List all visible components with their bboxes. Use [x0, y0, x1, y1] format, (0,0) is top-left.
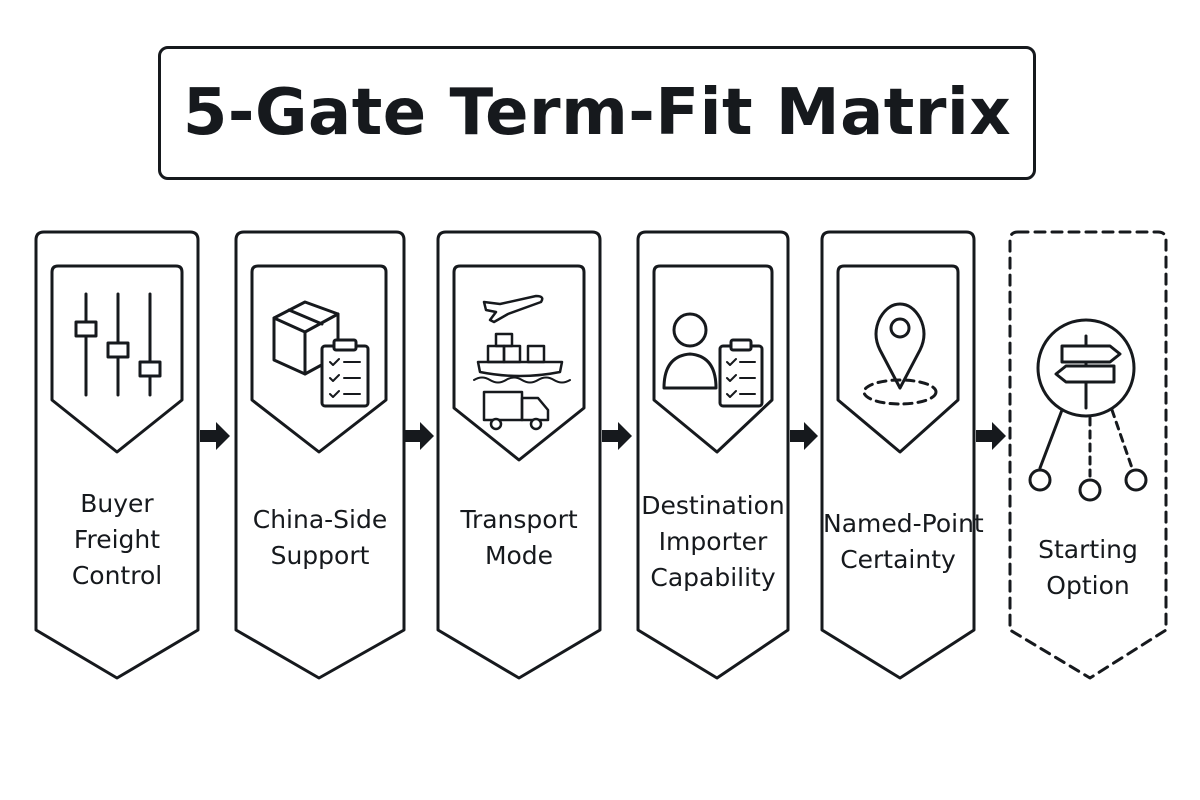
- arrow-right-icon: [404, 422, 434, 450]
- transport-modes-icon: [473, 294, 571, 431]
- result-label-starting-option: Starting Option: [1038, 535, 1138, 600]
- sliders-icon: [74, 292, 162, 397]
- diagram-title: 5-Gate Term-Fit Matrix: [182, 76, 1012, 150]
- title-box: 5-Gate Term-Fit Matrix: [158, 46, 1036, 180]
- gate-card-transport-mode: [436, 230, 602, 680]
- gate-card-destination-importer-capability: [636, 230, 790, 680]
- person-checklist-icon: [662, 312, 764, 408]
- gate-label-transport-mode: Transport Mode: [460, 505, 578, 570]
- gate-card-buyer-freight-control: [34, 230, 200, 680]
- arrow-right-icon: [976, 422, 1006, 450]
- gate-label-buyer-freight-control: Buyer Freight Control: [71, 489, 163, 590]
- arrow-right-icon: [200, 422, 230, 450]
- signpost-icon: [1028, 318, 1148, 502]
- arrow-right-icon: [790, 422, 818, 450]
- gate-label-named-point-certainty: Named-Point Certainty: [823, 509, 984, 574]
- gate-label-china-side-support: China-Side Support: [252, 505, 388, 570]
- box-checklist-icon: [272, 300, 370, 408]
- location-pin-icon: [862, 302, 938, 406]
- result-card-starting-option: [1008, 230, 1168, 680]
- gate-card-named-point-certainty: [820, 230, 976, 680]
- gate-label-destination-importer-capability: Destination Importer Capability: [641, 491, 785, 592]
- arrow-right-icon: [602, 422, 632, 450]
- gate-card-china-side-support: [234, 230, 406, 680]
